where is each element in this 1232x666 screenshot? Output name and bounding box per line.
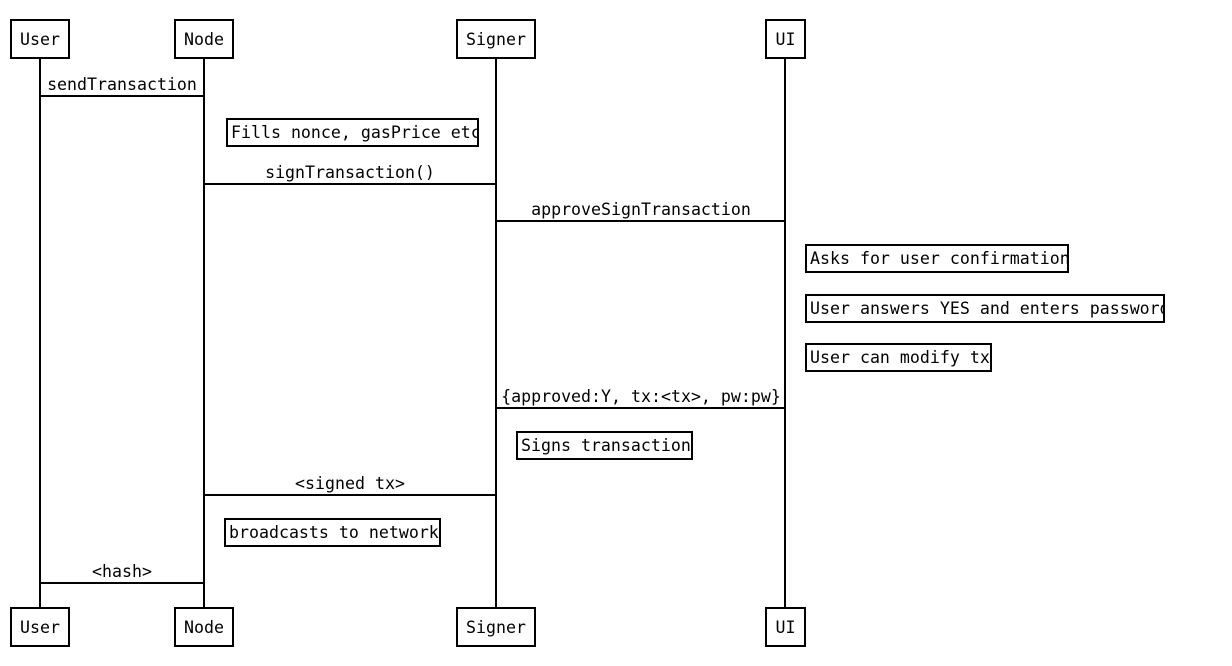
actor-bottom-user: User bbox=[10, 607, 70, 647]
message-signed-tx: <signed tx> bbox=[204, 474, 496, 496]
message-send-transaction: sendTransaction bbox=[40, 75, 204, 97]
actor-top-node: Node bbox=[174, 19, 234, 59]
actor-top-user: User bbox=[10, 19, 70, 59]
lifeline-ui bbox=[784, 59, 786, 607]
lifeline-signer bbox=[495, 59, 497, 607]
actor-label-node-bottom: Node bbox=[184, 617, 224, 637]
note-asks-user-confirmation: Asks for user confirmation bbox=[805, 244, 1069, 273]
actor-label-user: User bbox=[20, 29, 60, 49]
actor-label-signer-bottom: Signer bbox=[466, 617, 526, 637]
note-broadcasts-to-network: broadcasts to network bbox=[224, 518, 441, 547]
message-approved-payload: {approved:Y, tx:<tx>, pw:pw} bbox=[496, 387, 786, 409]
actor-top-ui: UI bbox=[765, 19, 806, 59]
actor-bottom-node: Node bbox=[174, 607, 234, 647]
message-line-hash bbox=[40, 582, 204, 584]
actor-label-ui-bottom: UI bbox=[775, 617, 796, 637]
actor-bottom-ui: UI bbox=[765, 607, 806, 647]
message-line-send-transaction bbox=[40, 95, 204, 97]
actor-label-signer: Signer bbox=[466, 29, 526, 49]
message-label-signed-tx: <signed tx> bbox=[295, 474, 405, 493]
message-label-approve-sign-transaction: approveSignTransaction bbox=[531, 200, 751, 219]
note-user-can-modify-tx: User can modify tx bbox=[805, 343, 992, 372]
note-signs-transaction: Signs transaction bbox=[516, 431, 693, 460]
note-fills-nonce-gasprice: Fills nonce, gasPrice etc bbox=[226, 118, 479, 147]
message-label-sign-transaction: signTransaction() bbox=[265, 163, 435, 182]
message-hash: <hash> bbox=[40, 562, 204, 584]
message-line-signed-tx bbox=[204, 494, 496, 496]
actor-label-user-bottom: User bbox=[20, 617, 60, 637]
actor-label-ui: UI bbox=[775, 29, 796, 49]
lifeline-user bbox=[39, 59, 41, 607]
note-user-answers-yes-password: User answers YES and enters password bbox=[805, 294, 1165, 323]
message-label-hash: <hash> bbox=[92, 562, 152, 581]
actor-bottom-signer: Signer bbox=[456, 607, 536, 647]
message-label-send-transaction: sendTransaction bbox=[47, 75, 197, 94]
actor-label-node: Node bbox=[184, 29, 224, 49]
message-line-sign-transaction bbox=[204, 183, 496, 185]
lifeline-node bbox=[203, 59, 205, 607]
message-line-approved-payload bbox=[496, 407, 786, 409]
message-approve-sign-transaction: approveSignTransaction bbox=[496, 200, 786, 222]
message-label-approved-payload: {approved:Y, tx:<tx>, pw:pw} bbox=[501, 387, 781, 406]
message-line-approve-sign-transaction bbox=[496, 220, 786, 222]
message-sign-transaction: signTransaction() bbox=[204, 163, 496, 185]
actor-top-signer: Signer bbox=[456, 19, 536, 59]
